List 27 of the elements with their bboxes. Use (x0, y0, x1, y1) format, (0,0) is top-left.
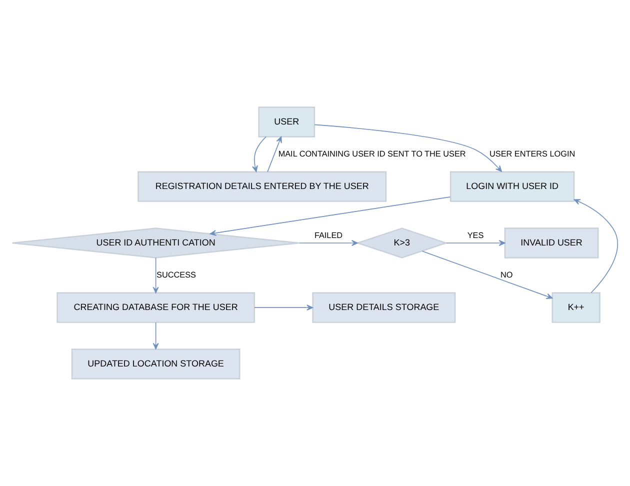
edge-label: USER ENTERS LOGIN (490, 149, 576, 158)
node-box: INVALID USER (504, 228, 599, 258)
arrow (152, 322, 159, 350)
node-box: UPDATED LOCATION STORAGE (71, 348, 240, 380)
arrow (252, 136, 266, 172)
node-box: USER DETAILS STORAGE (312, 292, 456, 323)
node-box: REGISTRATION DETAILS ENTERED BY THE USER (138, 171, 387, 202)
edge-label: MAIL CONTAINING USER ID SENT TO THE USER (278, 149, 466, 158)
edge-label: FAILED (314, 231, 343, 240)
arrow (422, 250, 553, 300)
arrow (574, 199, 618, 294)
node-box: K++ (552, 292, 600, 323)
arrow (254, 304, 314, 311)
arrow (298, 240, 358, 246)
edge-label: NO (500, 270, 513, 280)
node-box: USER (258, 106, 316, 138)
arrow (267, 136, 282, 172)
edge-label: YES (467, 231, 484, 240)
arrow (446, 240, 506, 246)
arrow (210, 196, 451, 236)
node-box: CREATING DATABASE FOR THE USER (56, 292, 255, 323)
node-diamond: K>3 (356, 228, 448, 258)
edge-label: SUCCESS (156, 270, 196, 280)
arrow (152, 257, 159, 294)
arrow (314, 124, 502, 172)
node-diamond: USER ID AUTHENTI CATION (12, 228, 300, 258)
node-box: LOGIN WITH USER ID (450, 171, 575, 202)
